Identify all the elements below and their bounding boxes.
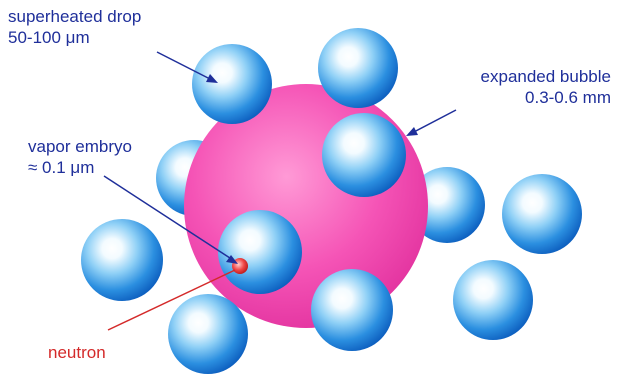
drop-sphere [311,269,393,351]
drop-sphere [218,210,302,294]
expanded-bubble-leader [412,110,456,133]
drop-sphere [322,113,406,197]
expanded-bubble-size: 0.3-0.6 mm [440,87,611,108]
superheated-drop-title: superheated drop [8,6,141,27]
neutron-label: neutron [48,342,106,363]
drop-sphere [502,174,582,254]
superheated-drop-size: 50-100 μm [8,27,141,48]
vapor-embryo-label: vapor embryo ≈ 0.1 μm [28,136,132,178]
drop-sphere [192,44,272,124]
drop-sphere [81,219,163,301]
neutron-title: neutron [48,342,106,363]
expanded-bubble-arrowhead [406,127,418,136]
expanded-bubble-label: expanded bubble 0.3-0.6 mm [440,66,611,108]
drop-sphere [168,294,248,374]
expanded-bubble-title: expanded bubble [440,66,611,87]
drop-sphere [453,260,533,340]
superheated-drop-label: superheated drop 50-100 μm [8,6,141,48]
vapor-embryo-title: vapor embryo [28,136,132,157]
drop-sphere [318,28,398,108]
vapor-embryo-size: ≈ 0.1 μm [28,157,132,178]
